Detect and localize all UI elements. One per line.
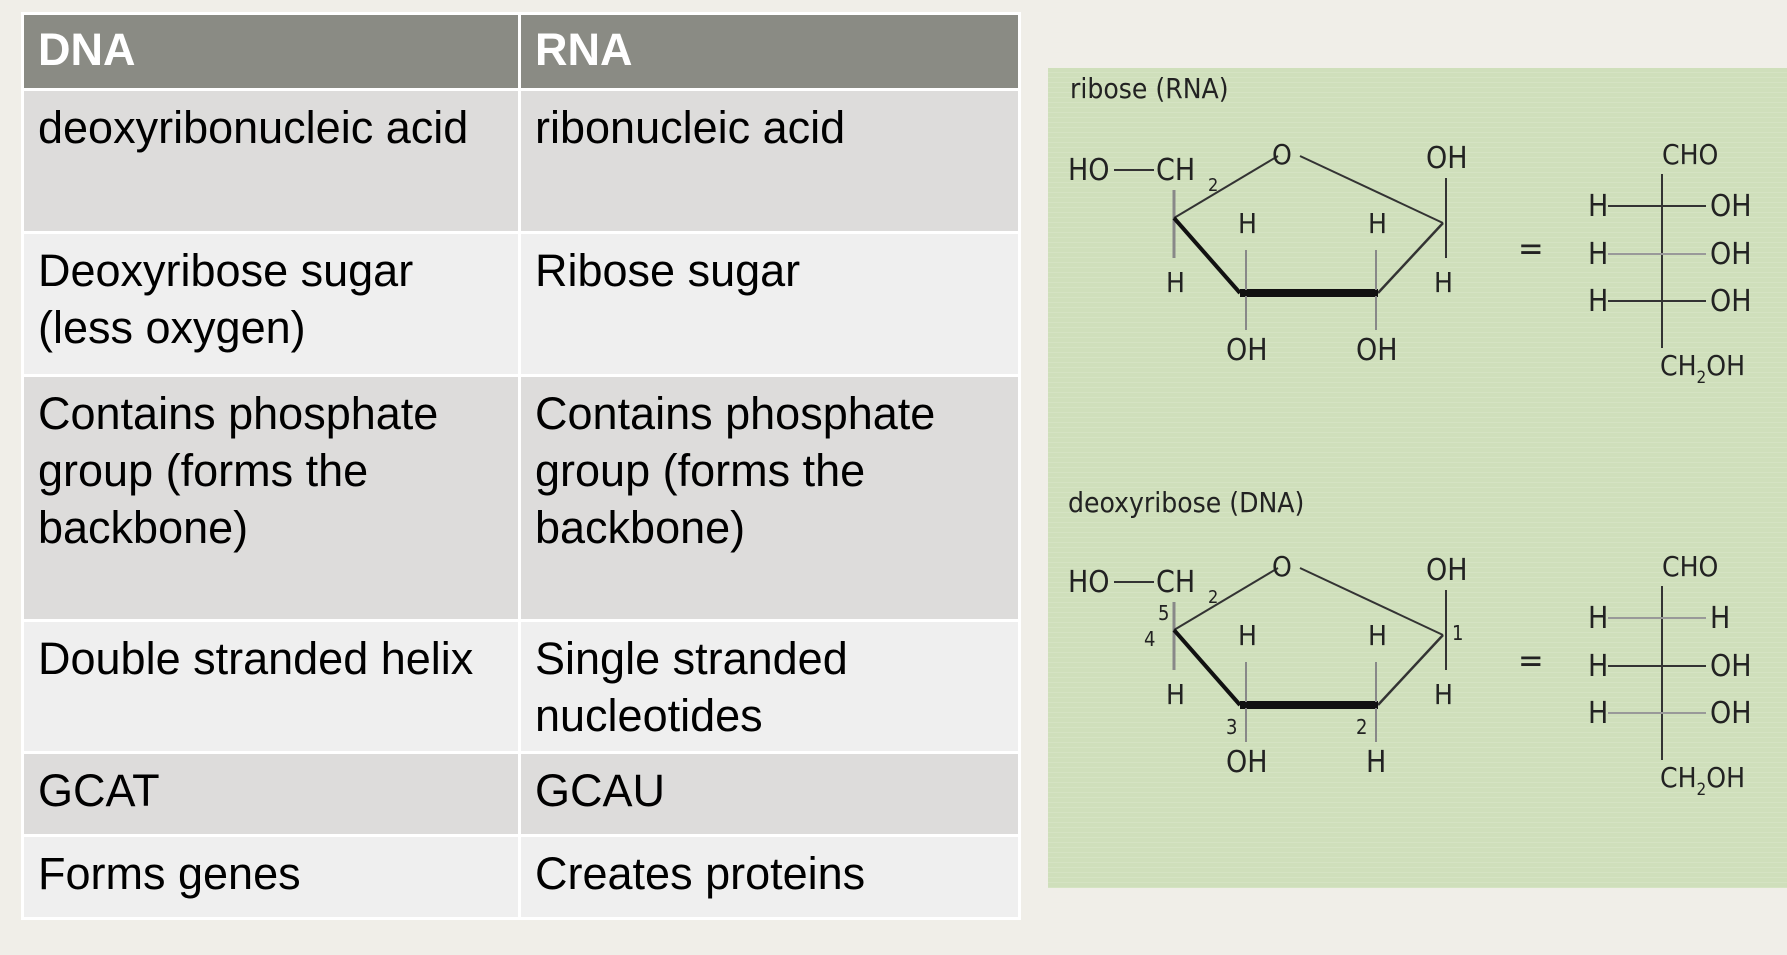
ribose-chain-r1-left: H xyxy=(1588,189,1608,224)
header-dna: DNA xyxy=(21,12,521,91)
ribose-chain-r2-left: H xyxy=(1588,237,1608,272)
deoxyribose-title: deoxyribose (DNA) xyxy=(1068,486,1304,519)
ribose-title: ribose (RNA) xyxy=(1070,72,1229,105)
deoxyribose-chain-r3-left: H xyxy=(1588,696,1608,731)
ribose-c1-h: H xyxy=(1434,266,1453,299)
ribose-ring-c4-o xyxy=(1173,155,1279,219)
deoxyribose-chain-r2-right: OH xyxy=(1710,649,1752,684)
ribose-ring-c3-c4 xyxy=(1172,216,1242,295)
ribose-structure: ribose (RNA) HO CH 2 O H H OH H xyxy=(1068,72,1752,388)
deoxyribose-c3-top-h: H xyxy=(1238,619,1257,652)
deoxyribose-chain-bottom: CH2OH xyxy=(1660,761,1745,800)
cell-rna: Contains phosphate group (forms the back… xyxy=(518,374,1021,622)
deoxyribose-c3-oh: OH xyxy=(1226,745,1268,780)
ribose-ch2-subscript: 2 xyxy=(1208,175,1218,196)
deoxyribose-chain-r2-left: H xyxy=(1588,649,1608,684)
cell-rna: Ribose sugar xyxy=(518,231,1021,377)
ribose-ring-c1-c2 xyxy=(1377,222,1444,294)
deoxyribose-c1-h: H xyxy=(1434,678,1453,711)
deoxyribose-c4-h: H xyxy=(1166,678,1185,711)
comparison-table-container: DNA RNA deoxyribonucleic acid ribonuclei… xyxy=(21,12,1021,920)
deoxyribose-num-3: 3 xyxy=(1226,715,1237,739)
cell-dna: Contains phosphate group (forms the back… xyxy=(21,374,521,622)
ribose-ring-oxygen: O xyxy=(1272,138,1292,171)
cell-dna: Forms genes xyxy=(21,834,521,920)
cell-rna: Creates proteins xyxy=(518,834,1021,920)
deoxyribose-num-4: 4 xyxy=(1144,627,1155,651)
deoxyribose-chain-r1-left: H xyxy=(1588,601,1608,636)
deoxyribose-c1-oh: OH xyxy=(1426,553,1468,588)
ribose-c3-top-h: H xyxy=(1238,207,1257,240)
deoxyribose-chain-r3-right: OH xyxy=(1710,696,1752,731)
cell-dna: GCAT xyxy=(21,751,521,837)
cell-rna: Single stranded nucleotides xyxy=(518,619,1021,754)
ribose-c4-h: H xyxy=(1166,266,1185,299)
ribose-chain-bottom: CH2OH xyxy=(1660,349,1745,388)
ribose-c2-top-h: H xyxy=(1368,207,1387,240)
deoxyribose-equals-sign: = xyxy=(1518,641,1544,681)
sugar-structures-panel: ribose (RNA) HO CH 2 O H H OH H xyxy=(1048,68,1787,888)
ribose-chain-top: CHO xyxy=(1662,138,1718,171)
ribose-equals-sign: = xyxy=(1518,229,1544,269)
deoxyribose-ring-c1-c2 xyxy=(1377,634,1444,706)
cell-rna: ribonucleic acid xyxy=(518,88,1021,234)
table-row: GCAT GCAU xyxy=(21,751,1021,837)
ribose-c3-oh: OH xyxy=(1226,333,1268,368)
table-row: deoxyribonucleic acid ribonucleic acid xyxy=(21,88,1021,234)
deoxyribose-ring-c4-o xyxy=(1173,567,1279,631)
deoxyribose-ho-label: HO xyxy=(1068,565,1110,600)
deoxyribose-num-1: 1 xyxy=(1452,621,1463,645)
ribose-chain-r3-right: OH xyxy=(1710,284,1752,319)
table-row: Deoxyribose sugar (less oxygen) Ribose s… xyxy=(21,231,1021,377)
ribose-ch2-label: CH xyxy=(1156,153,1195,188)
ribose-chain-r2-right: OH xyxy=(1710,237,1752,272)
ribose-ring-o-c1 xyxy=(1299,155,1444,224)
deoxyribose-num-2: 2 xyxy=(1356,715,1367,739)
ribose-chain-r1-right: OH xyxy=(1710,189,1752,224)
deoxyribose-ring-oxygen: O xyxy=(1272,550,1292,583)
ribose-chain-r3-left: H xyxy=(1588,284,1608,319)
header-rna: RNA xyxy=(518,12,1021,91)
table-row: Double stranded helix Single stranded nu… xyxy=(21,619,1021,754)
deoxyribose-c2-top-h: H xyxy=(1368,619,1387,652)
deoxyribose-num-5: 5 xyxy=(1158,601,1169,625)
ribose-c1-oh: OH xyxy=(1426,141,1468,176)
cell-rna: GCAU xyxy=(518,751,1021,837)
deoxyribose-structure: deoxyribose (DNA) HO CH 2 5 4 O H H OH 1… xyxy=(1068,486,1752,800)
deoxyribose-chain-top: CHO xyxy=(1662,550,1718,583)
table-row: Forms genes Creates proteins xyxy=(21,834,1021,920)
sugar-structures-diagram: ribose (RNA) HO CH 2 O H H OH H xyxy=(1068,72,1752,800)
cell-dna: Double stranded helix xyxy=(21,619,521,754)
ribose-c2-oh: OH xyxy=(1356,333,1398,368)
deoxyribose-ch2-label: CH xyxy=(1156,565,1195,600)
deoxyribose-ring-o-c1 xyxy=(1299,567,1444,636)
table-header-row: DNA RNA xyxy=(21,12,1021,91)
ribose-ho-label: HO xyxy=(1068,153,1110,188)
cell-dna: Deoxyribose sugar (less oxygen) xyxy=(21,231,521,377)
deoxyribose-chain-r1-right: H xyxy=(1710,601,1730,636)
table-row: Contains phosphate group (forms the back… xyxy=(21,374,1021,622)
deoxyribose-ring-c3-c4 xyxy=(1172,628,1242,707)
dna-rna-comparison-table: DNA RNA deoxyribonucleic acid ribonuclei… xyxy=(21,12,1021,920)
deoxyribose-ch2-subscript: 2 xyxy=(1208,587,1218,608)
cell-dna: deoxyribonucleic acid xyxy=(21,88,521,234)
deoxyribose-c2-h: H xyxy=(1366,745,1386,780)
